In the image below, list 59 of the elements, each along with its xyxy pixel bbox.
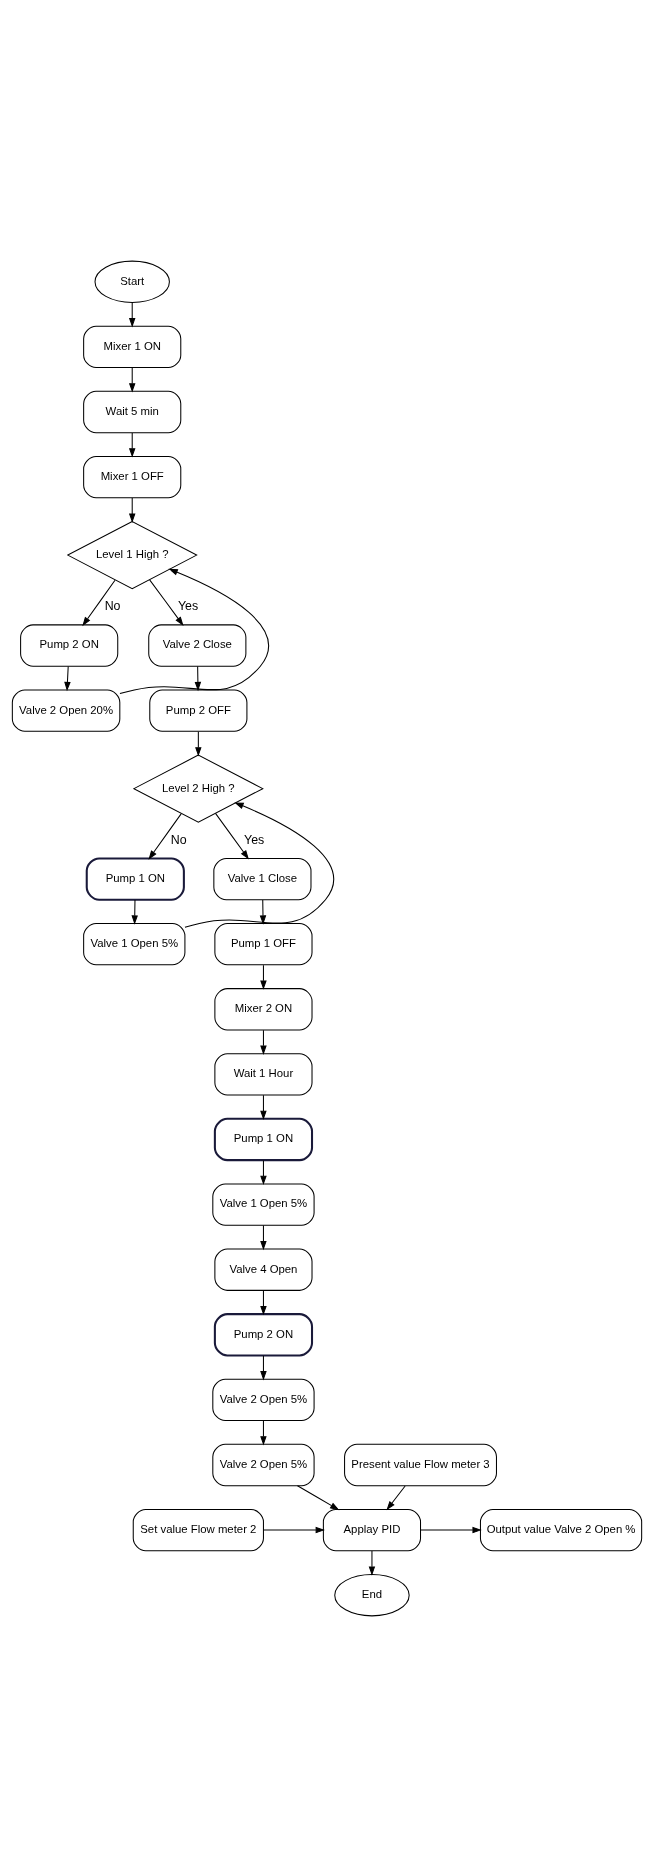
node-box: Valve 2 Open 5% [212, 1443, 315, 1486]
node-box: Valve 2 Open 5% [212, 1378, 315, 1421]
node-box: Applay PID [322, 1508, 422, 1551]
arrow [128, 431, 136, 458]
arrow [420, 1526, 482, 1533]
arrow [296, 1484, 340, 1510]
node-box: Pump 2 ON [213, 1312, 314, 1356]
node-box: Output value Valve 2 Open % [479, 1508, 643, 1551]
arrow [260, 1159, 267, 1185]
arrow [128, 366, 136, 392]
arrow [148, 812, 182, 860]
arrow [260, 1029, 267, 1055]
node-box: Present value Flow meter 3 [344, 1443, 497, 1486]
node-box: Pump 2 ON [20, 623, 119, 667]
node-box: Pump 2 OFF [149, 688, 248, 732]
node-box: Pump 1 ON [213, 1117, 314, 1161]
arrow [149, 578, 184, 626]
edge-label: No [170, 832, 187, 847]
arrow [194, 665, 202, 691]
arrow [259, 899, 267, 925]
arrow [260, 964, 267, 990]
edge-label: Yes [244, 832, 265, 847]
arrow [386, 1484, 406, 1510]
arrow [260, 1354, 267, 1380]
arrow [215, 812, 249, 859]
node-box: Wait 1 Hour [214, 1052, 313, 1096]
edge-label: No [104, 598, 121, 613]
arrow [368, 1550, 376, 1576]
arrow [64, 665, 71, 691]
edge-label: Yes [177, 598, 199, 613]
arrow [131, 899, 138, 925]
node-box: Pump 1 ON [85, 856, 185, 901]
node-box: Set value Flow meter 2 [132, 1508, 264, 1551]
arrow [260, 1419, 267, 1445]
node-box: Valve 1 Open 5% [83, 922, 186, 965]
arrow [128, 301, 136, 327]
node-diamond: Level 1 High ? [66, 520, 198, 589]
arrow [184, 801, 335, 928]
arrow [119, 568, 270, 694]
arrow [195, 730, 202, 756]
node-box: Valve 2 Close [148, 623, 247, 667]
arrow [263, 1526, 325, 1533]
arrow [260, 1094, 267, 1120]
node-box: Valve 1 Close [213, 857, 312, 900]
node-diamond: Level 2 High ? [132, 754, 264, 823]
node-box: Mixer 1 ON [83, 325, 182, 368]
node-box: Valve 4 Open [214, 1248, 313, 1291]
node-box: Mixer 1 OFF [83, 455, 182, 498]
node-box: Mixer 2 ON [214, 987, 313, 1030]
node-box: Valve 1 Open 5% [212, 1182, 315, 1226]
node-ellipse: Start [94, 260, 170, 303]
arrow [260, 1224, 267, 1250]
arrow [260, 1289, 267, 1315]
node-box: Pump 1 OFF [214, 922, 313, 965]
node-ellipse: End [334, 1573, 410, 1616]
arrow [128, 497, 136, 523]
node-box: Valve 2 Open 20% [11, 688, 121, 732]
node-box: Wait 5 min [83, 390, 182, 433]
arrow [82, 579, 116, 626]
